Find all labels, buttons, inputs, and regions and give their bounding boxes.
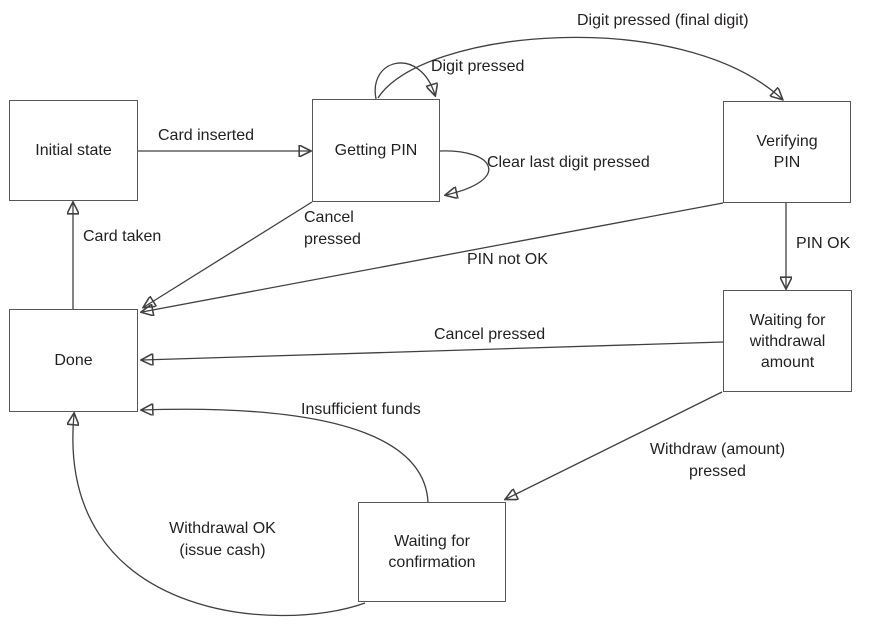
state-verifying-pin: Verifying PIN [723,101,851,203]
edge-digit-pressed-final [377,36,782,99]
edge-withdrawal-ok [73,414,366,617]
state-done: Done [9,309,138,412]
edge-cancel-pressed-waiting-amount [142,341,724,360]
edge-pin-not-ok [142,202,724,312]
transition-label-pin-not-ok: PIN not OK [467,251,548,268]
edge-clear-last-digit-self-loop [439,150,490,195]
state-initial: Initial state [9,100,138,201]
transition-label-clear-last-digit: Clear last digit pressed [487,154,650,171]
state-waiting-confirmation: Waiting for confirmation [358,502,506,602]
transition-label-withdrawal-ok: Withdrawal OK (issue cash) [169,520,276,559]
transition-label-card-taken: Card taken [83,228,162,245]
transition-label-cancel-pressed-waiting-amount: Cancel pressed [434,326,546,343]
transition-label-cancel-pressed-getting-pin: Cancel pressed [304,209,361,248]
state-getting-pin: Getting PIN [312,99,440,202]
edge-digit-pressed-self-loop [374,62,435,100]
transition-label-insufficient-funds: Insufficient funds [301,401,421,418]
edge-insufficient-funds [142,409,429,503]
transition-label-pin-ok: PIN OK [796,235,851,252]
transition-label-withdraw-amount-pressed: Withdraw (amount) pressed [649,441,786,480]
edge-cancel-pressed-getting-pin [144,201,313,307]
edge-withdraw-amount-pressed [506,391,723,499]
transition-label-digit-pressed: Digit pressed [431,58,525,75]
transition-label-digit-pressed-final: Digit pressed (final digit) [577,12,749,29]
state-waiting-withdrawal-amount: Waiting for withdrawal amount [723,290,852,392]
transition-label-card-inserted: Card inserted [158,127,255,144]
